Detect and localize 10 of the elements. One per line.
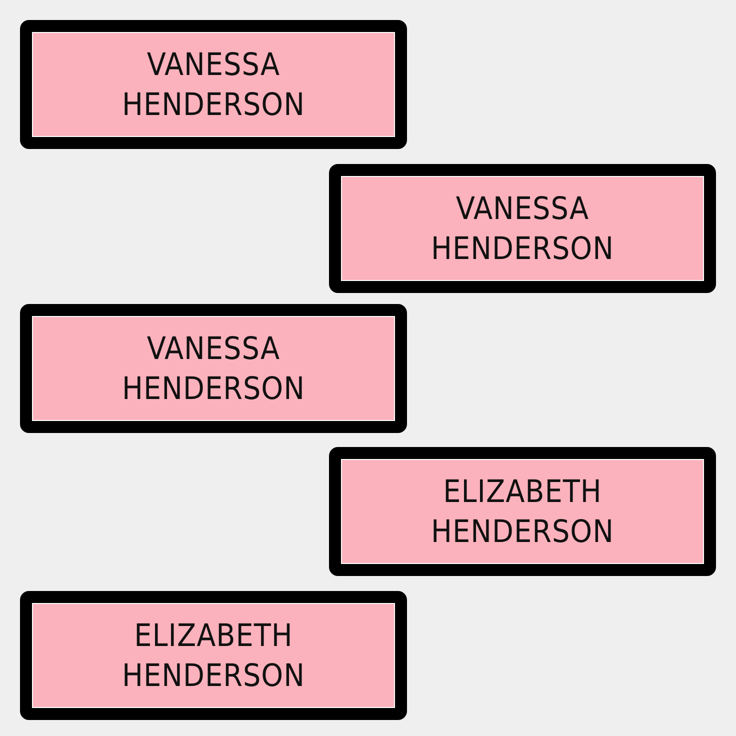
name-label — [329, 447, 716, 576]
name-label — [20, 591, 407, 720]
name-label — [329, 164, 716, 293]
name-text: VANESSA HENDERSON — [121, 46, 306, 124]
name-text: VANESSA HENDERSON — [121, 330, 306, 408]
name-text: ELIZABETH HENDERSON — [430, 472, 615, 552]
name-text: ELIZABETH HENDERSON — [121, 616, 306, 696]
name-label — [20, 304, 407, 433]
name-label — [20, 20, 407, 149]
name-text: VANESSA HENDERSON — [430, 190, 615, 268]
